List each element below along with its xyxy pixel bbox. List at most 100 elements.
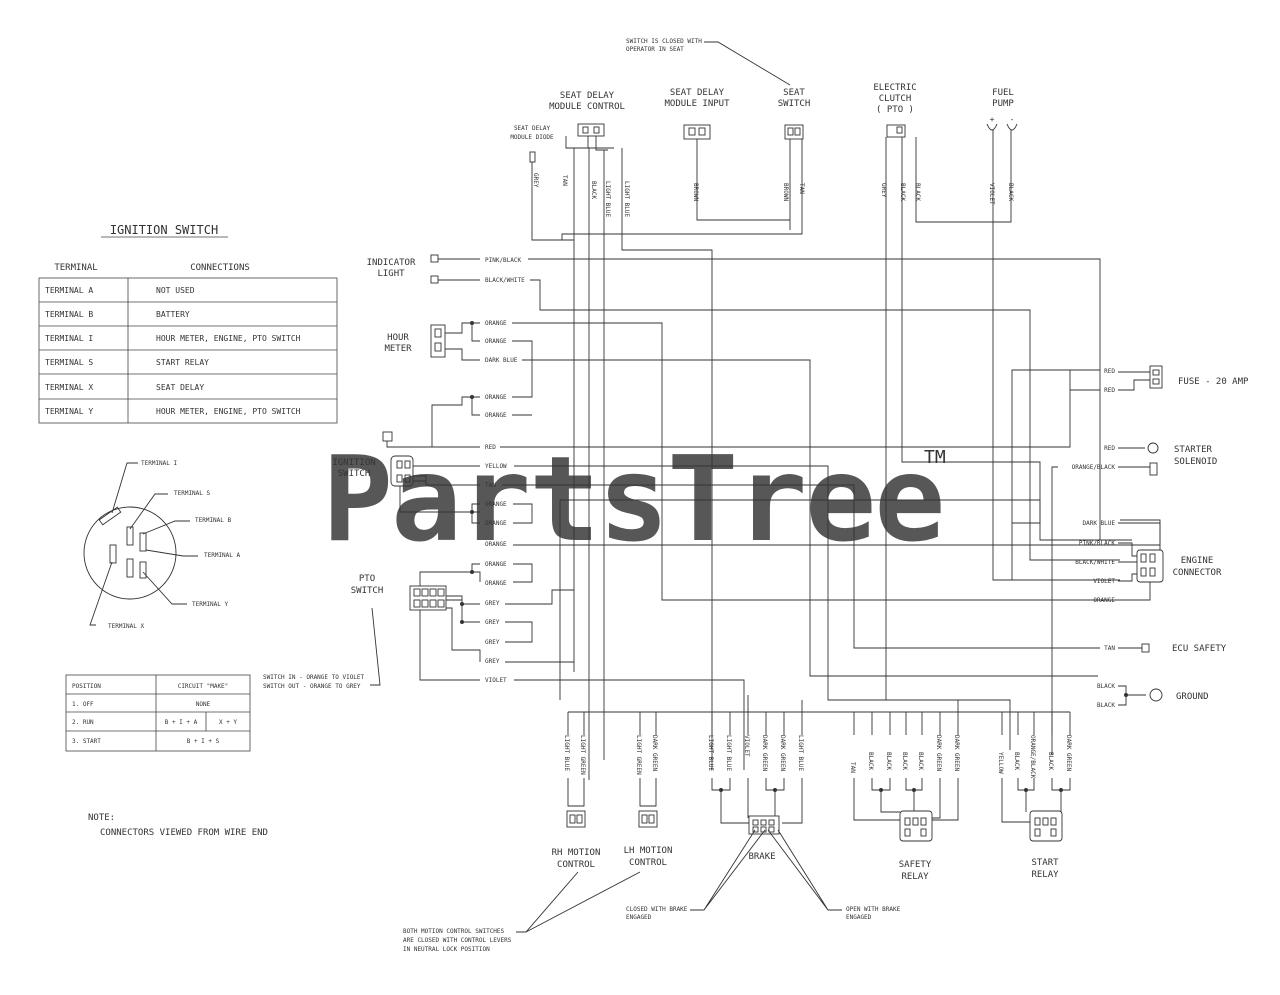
fuel-pump-minus: - xyxy=(1010,115,1015,124)
wire-junctions xyxy=(460,321,1128,792)
wire-label: LIGHT BLUE xyxy=(563,735,570,772)
ignition-row-terminal: TERMINAL B xyxy=(45,310,93,319)
wire-label: BLACK xyxy=(1047,752,1054,770)
ignition-switch-label: SWITCH xyxy=(338,469,371,479)
ecu-safety-label: ECU SAFETY xyxy=(1172,644,1227,654)
starter-solenoid-label: STARTER xyxy=(1174,445,1213,455)
safety-relay-label: RELAY xyxy=(901,872,929,882)
motion-note-line: BOTH MOTION CONTROL SWITCHES xyxy=(403,928,505,935)
ignition-table-header-connections: CONNECTIONS xyxy=(190,263,250,273)
seat-delay-control-label: MODULE CONTROL xyxy=(549,102,625,112)
lh-motion-label: CONTROL xyxy=(629,858,667,868)
ignition-switch-table: IGNITION SWITCH TERMINAL CONNECTIONS TER… xyxy=(38,223,338,424)
ignition-row-terminal: TERMINAL I xyxy=(45,334,93,343)
wire-label: DARK GREEN xyxy=(761,735,768,772)
ecu-safety-connector xyxy=(1141,643,1150,653)
wire-label: RED xyxy=(1104,368,1115,375)
position-row-position: 1. OFF xyxy=(72,701,94,708)
seat-delay-input-label: MODULE INPUT xyxy=(664,99,730,109)
wire-label: ORANGE/BLACK xyxy=(1029,735,1036,779)
right-wire-labels: RED RED RED ORANGE/BLACK DARK BLUE PINK/… xyxy=(1072,368,1116,709)
orange-black-connector xyxy=(1149,462,1158,476)
brake-label: BRAKE xyxy=(748,852,775,862)
motion-note-line: ARE CLOSED WITH CONTROL LEVERS xyxy=(403,937,512,944)
ground-terminal xyxy=(1149,688,1163,702)
fuel-pump-label: FUEL xyxy=(992,88,1014,98)
wire-label: GREY xyxy=(485,658,500,665)
position-row-position: 3. START xyxy=(72,738,101,745)
wire-label: BLACK xyxy=(901,752,908,770)
bottom-section: LIGHT BLUE LIGHT GREEN LIGHT GREEN DARK … xyxy=(403,321,1128,953)
ignition-table-header-terminal: TERMINAL xyxy=(54,263,97,273)
wire-label: LIGHT GREEN xyxy=(635,735,642,775)
wire-label: GREY xyxy=(485,600,500,607)
wire-label: TAN xyxy=(1104,645,1115,652)
indicator-light-connector xyxy=(430,254,439,263)
position-row-position: 2. RUN xyxy=(72,719,94,726)
seat-delay-control-label: SEAT DELAY xyxy=(560,91,615,101)
terminal-a-label: TERMINAL A xyxy=(204,552,241,559)
terminal-b-label: TERMINAL B xyxy=(195,517,232,524)
start-relay-connector xyxy=(1029,810,1063,842)
hour-meter-connector xyxy=(430,324,446,358)
wire-label: LIGHT BLUE xyxy=(725,735,732,772)
right-section: FUSE - 20 AMP STARTER SOLENOID ENGINE CO… xyxy=(559,365,1249,755)
wire-label: BLACK xyxy=(914,183,921,201)
wire-label: GREY xyxy=(485,639,500,646)
pto-switch-label: PTO xyxy=(359,574,375,584)
rh-motion-label: RH MOTION xyxy=(552,848,601,858)
red-connector xyxy=(382,431,393,442)
wire-label: BLACK xyxy=(1097,702,1115,709)
wire-label: PINK/BLACK xyxy=(1079,540,1116,547)
brake-closed-note: ENGAGED xyxy=(626,914,652,921)
wire-label: TAN xyxy=(798,183,805,194)
wire-label: ORANGE xyxy=(485,320,507,327)
pto-note-line: SWITCH OUT - ORANGE TO GREY xyxy=(263,683,361,690)
ignition-row-connection: SEAT DELAY xyxy=(156,383,204,392)
wire-label: RED xyxy=(1104,445,1115,452)
wire-label: BROWN xyxy=(782,183,789,201)
electric-clutch-label: ( PTO ) xyxy=(876,105,914,115)
starter-solenoid-label: SOLENOID xyxy=(1174,457,1217,467)
wire-label: BLACK xyxy=(885,752,892,770)
fuel-pump-plus: + xyxy=(990,115,995,124)
terminal-i-label: TERMINAL I xyxy=(141,460,178,467)
ignition-row-connection: NOT USED xyxy=(156,286,195,295)
indicator-light-label: INDICATOR xyxy=(367,258,416,268)
pto-switch-label: SWITCH xyxy=(351,586,384,596)
bottom-wire-labels: LIGHT BLUE LIGHT GREEN LIGHT GREEN DARK … xyxy=(563,735,1072,779)
wire-label: BLACK xyxy=(867,752,874,770)
wire-label: BLACK/WHITE xyxy=(485,277,525,284)
wire-label: DARK BLUE xyxy=(1082,520,1115,527)
wire-label: DARK GREEN xyxy=(953,735,960,772)
wire-label: LIGHT BLUE xyxy=(623,181,630,218)
seat-delay-input-connector xyxy=(683,124,711,140)
electric-clutch-label: CLUTCH xyxy=(879,94,912,104)
wire-label: BLACK xyxy=(1013,752,1020,770)
wire-label: GREY xyxy=(880,183,887,198)
top-components: SWITCH IS CLOSED WITH OPERATOR IN SEAT S… xyxy=(510,38,1130,780)
note-text: CONNECTORS VIEWED FROM WIRE END xyxy=(100,828,268,838)
seat-delay-diode-label: SEAT DELAY xyxy=(514,125,551,132)
indicator-light-connector xyxy=(430,275,439,284)
ignition-row-terminal: TERMINAL Y xyxy=(45,407,93,416)
start-relay-label: START xyxy=(1031,858,1059,868)
ignition-row-connection: START RELAY xyxy=(156,358,209,367)
wire-label: LIGHT BLUE xyxy=(604,181,611,218)
wire-label: ORANGE xyxy=(485,520,507,527)
wire-label: VIOLET xyxy=(1093,578,1115,585)
seat-delay-input-label: SEAT DELAY xyxy=(670,88,725,98)
motion-note-line: IN NEUTRAL LOCK POSITION xyxy=(403,946,490,953)
wire-label: BLACK xyxy=(590,181,597,199)
terminal-x-label: TERMINAL X xyxy=(108,623,145,630)
wire-label: BLACK xyxy=(917,752,924,770)
electric-clutch-label: ELECTRIC xyxy=(873,83,916,93)
ignition-row-terminal: TERMINAL X xyxy=(45,383,93,392)
wire-label: PINK/BLACK xyxy=(485,257,522,264)
seat-delay-control-connector xyxy=(577,123,605,137)
wire-label: RED xyxy=(485,444,496,451)
left-wire-labels: PINK/BLACK BLACK/WHITE ORANGE ORANGE DAR… xyxy=(485,257,525,684)
top-wire-labels: GREY TAN BLACK LIGHT BLUE LIGHT BLUE BRO… xyxy=(532,173,1014,218)
ignition-row-connection: HOUR METER, ENGINE, PTO SWITCH xyxy=(156,334,301,343)
watermark-tm: TM xyxy=(924,447,946,468)
